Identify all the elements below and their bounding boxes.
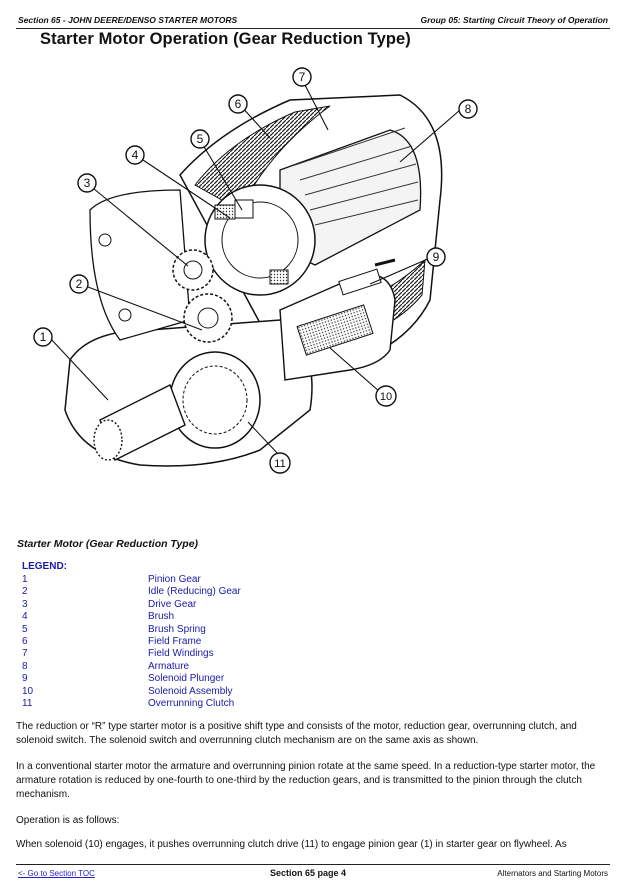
callout-6: 6: [228, 94, 248, 114]
legend-label: Brush: [148, 611, 175, 623]
idle-gear: [183, 293, 233, 343]
body-paragraph: In a conventional starter motor the arma…: [16, 761, 596, 800]
callout-2: 2: [69, 274, 89, 294]
legend-number: 1: [22, 574, 28, 585]
callout-9: 9: [426, 247, 446, 267]
legend-number: 11: [22, 697, 33, 709]
legend-item: 4 Brush: [22, 611, 174, 623]
svg-text:9: 9: [433, 250, 440, 264]
starter-motor-illustration: 1 2 3 4 5 6 7 8 9 10 11: [33, 67, 478, 474]
legend-item: 3 Drive Gear: [22, 598, 196, 611]
svg-text:11: 11: [274, 458, 285, 470]
legend-number: 4: [22, 611, 28, 623]
legend-item: 11 Overrunning Clutch: [22, 697, 234, 710]
callout-8: 8: [458, 99, 478, 119]
legend-number: 10: [22, 685, 34, 697]
page-header: Section 65 - JOHN DEERE/DENSO STARTER MO…: [16, 12, 610, 29]
callout-1: 1: [33, 327, 53, 347]
legend-number: 8: [22, 660, 28, 672]
toc-link[interactable]: <- Go to Section TOC: [18, 869, 95, 878]
svg-text:8: 8: [465, 102, 472, 116]
brush-holder: [204, 184, 316, 296]
legend-heading: LEGEND:: [22, 561, 67, 572]
legend-label: Pinion Gear: [148, 574, 201, 585]
section-title: Section 65 - JOHN DEERE/DENSO STARTER MO…: [18, 15, 238, 25]
callout-4: 4: [125, 145, 145, 165]
legend-label: Idle (Reducing) Gear: [148, 586, 241, 598]
svg-text:6: 6: [235, 97, 242, 111]
legend-number: 6: [22, 635, 28, 647]
svg-text:3: 3: [84, 176, 91, 190]
legend-number: 2: [22, 586, 28, 598]
legend-number: 9: [22, 673, 28, 685]
legend-label: Brush Spring: [148, 623, 206, 635]
legend-label: Field Windings: [148, 648, 214, 660]
svg-text:4: 4: [132, 148, 139, 162]
overrunning-clutch: [169, 351, 261, 449]
chapter-title: Alternators and Starting Motors: [497, 869, 608, 878]
legend-number: 3: [22, 598, 28, 610]
group-title: Group 05: Starting Circuit Theory of Ope…: [420, 15, 609, 25]
body-paragraph: Operation is as follows:: [16, 815, 120, 826]
legend-number: 7: [22, 648, 28, 660]
callout-7: 7: [292, 67, 312, 87]
solenoid-assembly: [279, 273, 396, 381]
callout-3: 3: [77, 173, 97, 193]
figure-caption: Starter Motor (Gear Reduction Type): [17, 538, 199, 550]
legend-item: 5 Brush Spring: [22, 623, 206, 636]
pinion-gear: [93, 384, 186, 461]
svg-text:5: 5: [197, 132, 204, 146]
svg-text:1: 1: [40, 330, 47, 344]
legend-label: Solenoid Plunger: [148, 673, 225, 685]
legend-label: Drive Gear: [148, 598, 197, 610]
callout-10: 10: [375, 385, 397, 407]
legend-label: Solenoid Assembly: [148, 685, 233, 697]
page-title: Starter Motor Operation (Gear Reduction …: [40, 30, 411, 48]
legend-item: 1 Pinion Gear: [22, 574, 201, 586]
legend-label: Overrunning Clutch: [148, 697, 235, 709]
drive-gear: [172, 249, 214, 291]
body-paragraph: The reduction or “R” type starter motor …: [16, 721, 577, 746]
legend-item: 10 Solenoid Assembly: [22, 685, 233, 698]
legend-item: 8 Armature: [22, 660, 189, 673]
page-footer: <- Go to Section TOC Section 65 page 4 A…: [16, 864, 610, 885]
callout-5: 5: [190, 129, 210, 149]
svg-text:2: 2: [76, 277, 83, 291]
page-number: Section 65 page 4: [270, 868, 347, 878]
callout-11: 11: [269, 452, 291, 474]
svg-text:10: 10: [380, 391, 392, 403]
legend: LEGEND: 1 Pinion Gear 2 Idle (Reducing) Ge…: [22, 561, 241, 710]
legend-number: 5: [22, 623, 28, 635]
legend-item: 6 Field Frame: [22, 635, 201, 648]
svg-text:7: 7: [299, 70, 306, 84]
solenoid-plunger: [338, 258, 396, 296]
body-paragraph: When solenoid (10) engages, it pushes ov…: [16, 839, 567, 850]
legend-item: 9 Solenoid Plunger: [22, 673, 224, 685]
legend-label: Armature: [148, 660, 190, 672]
legend-item: 7 Field Windings: [22, 648, 214, 660]
legend-item: 2 Idle (Reducing) Gear: [22, 586, 241, 598]
legend-label: Field Frame: [148, 635, 202, 647]
